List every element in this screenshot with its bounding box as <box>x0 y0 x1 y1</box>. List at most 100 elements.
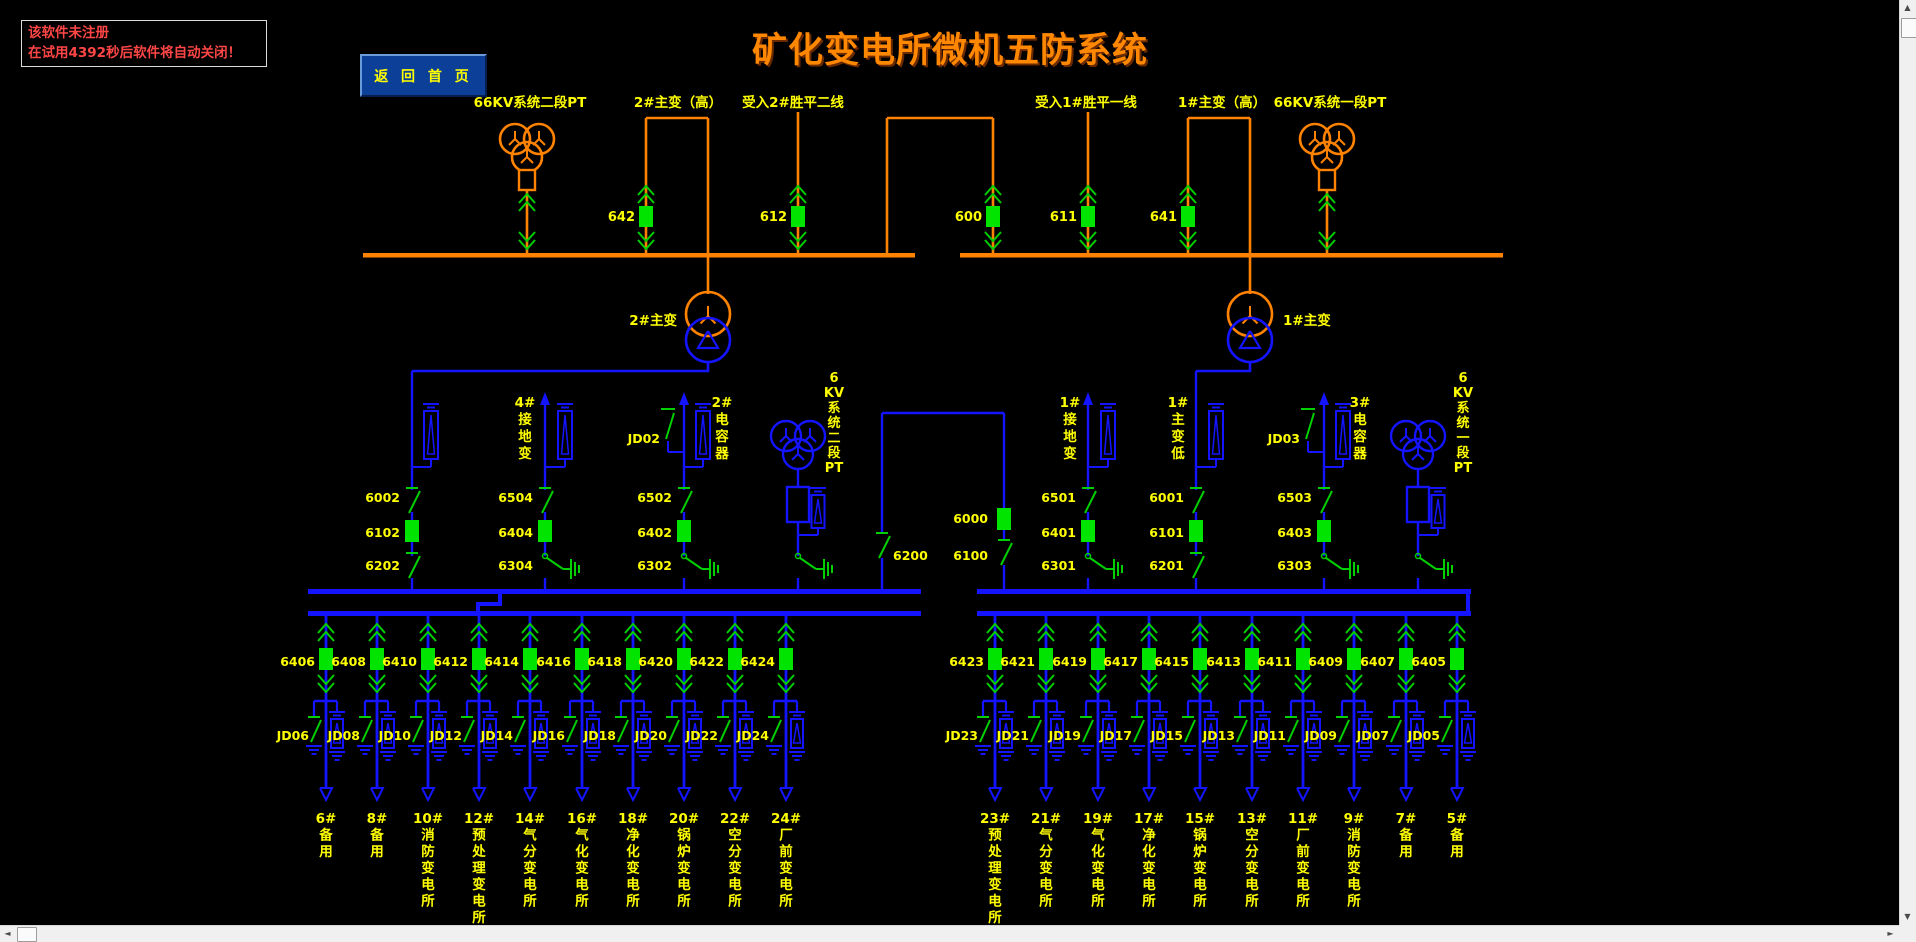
breaker-612[interactable] <box>791 206 805 227</box>
earth-switch-JD20[interactable] <box>664 701 680 755</box>
bay-vertical-label: 低 <box>1170 445 1185 462</box>
disconnector-6001[interactable] <box>1190 487 1205 514</box>
breaker-6000[interactable] <box>997 508 1011 530</box>
earth-switch-JD16[interactable] <box>562 701 578 755</box>
scroll-up-icon[interactable]: ▲ <box>1904 3 1911 12</box>
breaker-6411[interactable] <box>1296 648 1310 670</box>
disconnector-6503[interactable] <box>1318 487 1333 514</box>
breaker-6419[interactable] <box>1091 648 1105 670</box>
breaker-641[interactable] <box>1181 206 1195 227</box>
earth-switch-6302[interactable] <box>680 552 719 580</box>
breaker-611[interactable] <box>1081 206 1095 227</box>
earth-switch-JD18[interactable] <box>613 701 629 755</box>
earth-switch-JD14[interactable] <box>510 701 526 755</box>
breaker-6423[interactable] <box>988 648 1002 670</box>
home-button[interactable]: 返 回 首 页 <box>360 54 487 97</box>
earth-switch-JD11[interactable] <box>1283 701 1299 755</box>
earth-switch-JD09[interactable] <box>1334 701 1350 755</box>
feeder-name-label: 前 <box>779 843 793 860</box>
feeder-name-label: 电 <box>677 876 691 893</box>
vertical-scrollbar[interactable]: ▲ ▼ <box>1899 0 1916 925</box>
earth-switch-6303[interactable] <box>1320 552 1359 580</box>
breaker-6412[interactable] <box>472 648 486 670</box>
earth-switch-pt2-6kv-column[interactable] <box>794 552 833 580</box>
breaker-6410[interactable] <box>421 648 435 670</box>
earth-switch-label: JD10 <box>378 728 412 743</box>
breaker-6409[interactable] <box>1347 648 1361 670</box>
vertical-scroll-thumb[interactable] <box>1901 18 1916 38</box>
breaker-6417[interactable] <box>1142 648 1156 670</box>
breaker-6421[interactable] <box>1039 648 1053 670</box>
breaker-642[interactable] <box>639 206 653 227</box>
feeder-name-label: 19# <box>1083 811 1113 827</box>
breaker-6420[interactable] <box>677 648 691 670</box>
earth-switch-JD12[interactable] <box>459 701 475 755</box>
disconnector-6202[interactable] <box>406 552 421 579</box>
disconnector-6201[interactable] <box>1190 552 1205 579</box>
breaker-6402[interactable] <box>677 520 691 542</box>
earth-switch-JD13[interactable] <box>1232 701 1248 755</box>
breaker-6405[interactable] <box>1450 648 1464 670</box>
earth-switch-JD17[interactable] <box>1129 701 1145 755</box>
breaker-6422[interactable] <box>728 648 742 670</box>
earth-switch-JD24[interactable] <box>766 701 782 755</box>
breaker-6101[interactable] <box>1189 520 1203 542</box>
disconnector-6502[interactable] <box>678 487 693 514</box>
breaker-6407[interactable] <box>1399 648 1413 670</box>
feeder-name-label: 电 <box>626 876 640 893</box>
breaker-6415[interactable] <box>1193 648 1207 670</box>
breaker-6408[interactable] <box>370 648 384 670</box>
earth-switch-JD03[interactable] <box>1301 408 1324 453</box>
earth-switch-JD22[interactable] <box>715 701 731 755</box>
breaker-6403[interactable] <box>1317 520 1331 542</box>
feeder-name-label: 所 <box>575 893 589 910</box>
switch-label: 6502 <box>637 490 672 505</box>
horizontal-scroll-thumb[interactable] <box>17 927 37 942</box>
disconnector-6504[interactable] <box>539 487 554 514</box>
breaker-label: 642 <box>608 210 635 225</box>
feeder-name-label: 所 <box>1091 893 1105 910</box>
earth-switch-JD07[interactable] <box>1386 701 1402 755</box>
earth-switch-label: JD24 <box>736 728 770 743</box>
disconnector-6200[interactable] <box>876 532 891 559</box>
breaker-6413[interactable] <box>1245 648 1259 670</box>
earth-switch-JD15[interactable] <box>1180 701 1196 755</box>
earth-switch-JD19[interactable] <box>1078 701 1094 755</box>
horizontal-scrollbar[interactable]: ◄ ► <box>0 925 1899 942</box>
breaker-6418[interactable] <box>626 648 640 670</box>
breaker-6416[interactable] <box>575 648 589 670</box>
earth-switch-JD05[interactable] <box>1437 701 1453 755</box>
earth-switch-pt1-6kv-column[interactable] <box>1414 552 1453 580</box>
breaker-6401[interactable] <box>1081 520 1095 542</box>
breaker-6424[interactable] <box>779 648 793 670</box>
earth-switch-JD23[interactable] <box>975 701 991 755</box>
feeder-name-label: 17# <box>1134 811 1164 827</box>
disconnector-6002[interactable] <box>406 487 421 514</box>
earth-switch-6301[interactable] <box>1084 552 1123 580</box>
breaker-6404[interactable] <box>538 520 552 542</box>
surge-arrester <box>798 487 826 536</box>
breaker-6102[interactable] <box>405 520 419 542</box>
earth-switch-JD21[interactable] <box>1026 701 1042 755</box>
breaker-label: 6401 <box>1041 525 1076 540</box>
earth-switch-JD10[interactable] <box>408 701 424 755</box>
feeder-name-label: 6# <box>316 811 337 827</box>
breaker-600[interactable] <box>986 206 1000 227</box>
scroll-right-icon[interactable]: ► <box>1887 929 1894 938</box>
disconnector-6501[interactable] <box>1082 487 1097 514</box>
breaker-6406[interactable] <box>319 648 333 670</box>
earth-switch-JD06[interactable] <box>306 701 322 755</box>
disconnector-6100[interactable] <box>998 539 1013 566</box>
earth-switch-JD08[interactable] <box>357 701 373 755</box>
breaker-6414[interactable] <box>523 648 537 670</box>
feeder-name-label: 变 <box>626 860 640 877</box>
earth-switch-JD02[interactable] <box>661 408 684 453</box>
earth-switch-6304[interactable] <box>541 552 580 580</box>
scroll-down-icon[interactable]: ▼ <box>1904 912 1911 921</box>
scroll-left-icon[interactable]: ◄ <box>4 929 11 938</box>
